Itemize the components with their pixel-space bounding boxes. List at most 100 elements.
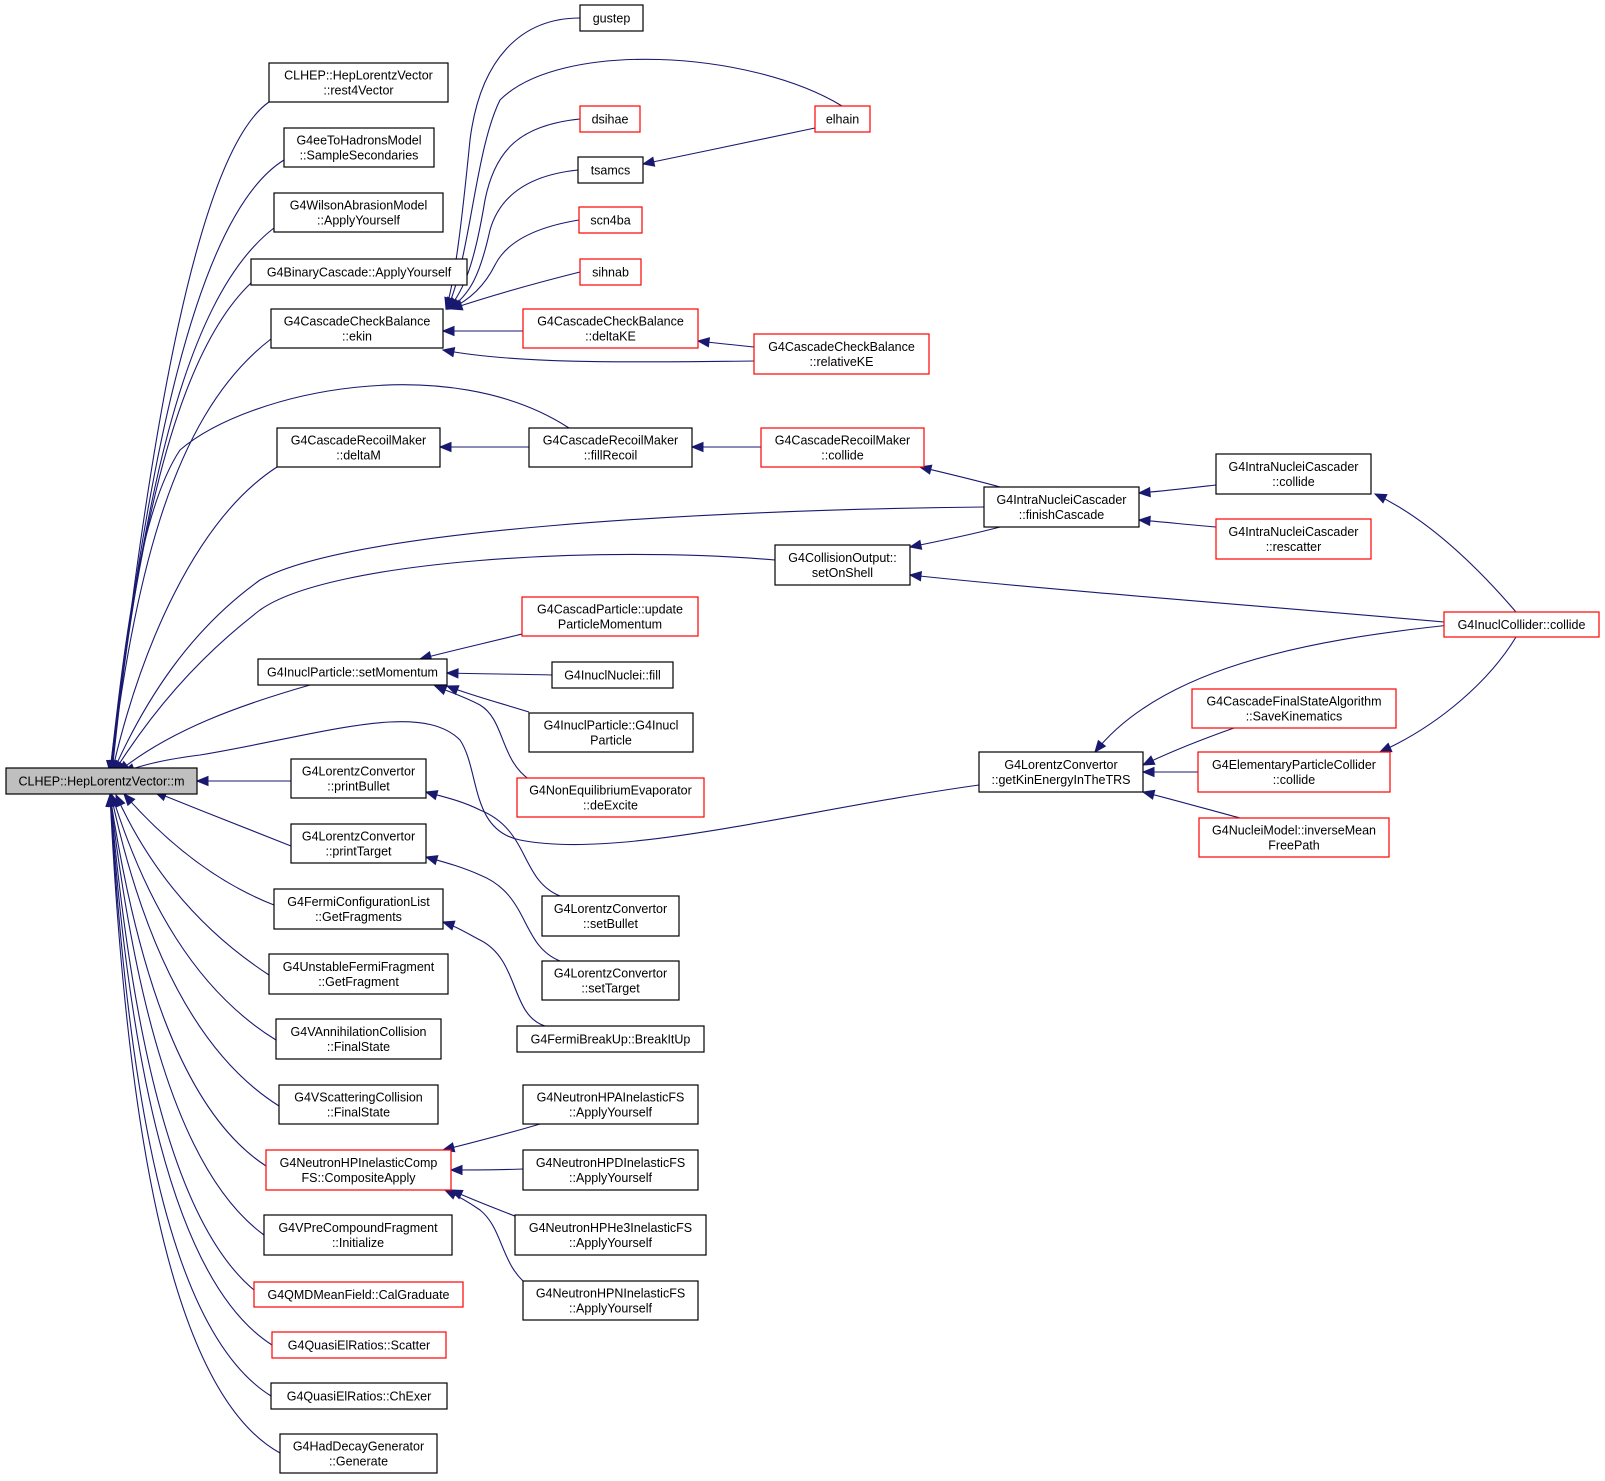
node-nhp_n[interactable]: G4NeutronHPNInelasticFS::ApplyYourself: [522, 1280, 699, 1321]
node-nuclei_fill[interactable]: G4InuclNuclei::fill: [551, 661, 674, 689]
node-box[interactable]: [1443, 611, 1600, 638]
node-elhain[interactable]: elhain: [814, 105, 871, 133]
node-root[interactable]: CLHEP::HepLorentzVector::m: [5, 767, 198, 795]
node-box[interactable]: [814, 105, 871, 133]
node-box[interactable]: [275, 1018, 442, 1060]
node-dsihae[interactable]: dsihae: [579, 105, 641, 133]
node-lc_printBullet[interactable]: G4LorentzConvertor::printBullet: [290, 758, 427, 799]
node-box[interactable]: [250, 258, 468, 286]
node-binary[interactable]: G4BinaryCascade::ApplyYourself: [250, 258, 468, 286]
node-vann[interactable]: G4VAnnihilationCollision::FinalState: [275, 1018, 442, 1060]
node-nonEq[interactable]: G4NonEquilibriumEvaporator::deExcite: [516, 777, 705, 818]
node-box[interactable]: [516, 777, 705, 818]
node-box[interactable]: [528, 712, 694, 753]
node-box[interactable]: [516, 1025, 705, 1053]
node-box[interactable]: [290, 758, 427, 799]
node-crm_deltaM[interactable]: G4CascadeRecoilMaker::deltaM: [276, 427, 441, 468]
node-fermi_conf[interactable]: G4FermiConfigurationList::GetFragments: [273, 888, 444, 930]
node-box[interactable]: [273, 192, 444, 233]
node-inc_finish[interactable]: G4IntraNucleiCascader::finishCascade: [983, 486, 1140, 528]
node-inucl_ctor[interactable]: G4InuclParticle::G4InuclParticle: [528, 712, 694, 753]
node-box[interactable]: [265, 1149, 452, 1191]
node-box[interactable]: [1197, 751, 1391, 793]
node-box[interactable]: [263, 1214, 453, 1256]
node-vscat[interactable]: G4VScatteringCollision::FinalState: [278, 1084, 439, 1125]
node-box[interactable]: [271, 1331, 447, 1359]
node-box[interactable]: [578, 206, 643, 234]
node-nhp_he3[interactable]: G4NeutronHPHe3InelasticFS::ApplyYourself: [514, 1214, 707, 1256]
node-box[interactable]: [268, 62, 449, 103]
node-box[interactable]: [541, 895, 680, 937]
node-inucl_setMom[interactable]: G4InuclParticle::setMomentum: [257, 658, 448, 686]
node-qe_chexer[interactable]: G4QuasiElRatios::ChExer: [270, 1382, 448, 1410]
node-unstable[interactable]: G4UnstableFermiFragment::GetFragment: [268, 953, 449, 995]
node-rest4[interactable]: CLHEP::HepLorentzVector::rest4Vector: [268, 62, 449, 103]
node-box[interactable]: [579, 105, 641, 133]
node-box[interactable]: [760, 427, 925, 468]
node-lc_setTarget[interactable]: G4LorentzConvertor::setTarget: [541, 960, 680, 1001]
node-box[interactable]: [579, 258, 642, 286]
node-box[interactable]: [268, 953, 449, 995]
node-ee[interactable]: G4eeToHadronsModel::SampleSecondaries: [283, 127, 435, 168]
node-box[interactable]: [774, 544, 911, 586]
node-fermi_break[interactable]: G4FermiBreakUp::BreakItUp: [516, 1025, 705, 1053]
node-ccb_deltaKE[interactable]: G4CascadeCheckBalance::deltaKE: [522, 308, 699, 349]
node-lc_setBullet[interactable]: G4LorentzConvertor::setBullet: [541, 895, 680, 937]
node-box[interactable]: [270, 1382, 448, 1410]
node-box[interactable]: [522, 1084, 699, 1125]
node-ccb_relKE[interactable]: G4CascadeCheckBalance::relativeKE: [753, 333, 930, 375]
node-box[interactable]: [983, 486, 1140, 528]
node-ccb_ekin[interactable]: G4CascadeCheckBalance::ekin: [270, 308, 444, 349]
node-hadDecay[interactable]: G4HadDecayGenerator::Generate: [279, 1433, 438, 1474]
node-qmd[interactable]: G4QMDMeanField::CalGraduate: [253, 1281, 464, 1308]
node-box[interactable]: [270, 308, 444, 349]
node-box[interactable]: [278, 1084, 439, 1125]
node-box[interactable]: [1191, 688, 1397, 729]
node-epc[interactable]: G4ElementaryParticleCollider::collide: [1197, 751, 1391, 793]
node-box[interactable]: [257, 658, 448, 686]
node-box[interactable]: [283, 127, 435, 168]
node-box[interactable]: [541, 960, 680, 1001]
node-sihnab[interactable]: sihnab: [579, 258, 642, 286]
node-box[interactable]: [528, 427, 693, 468]
node-nhp_comp[interactable]: G4NeutronHPInelasticCompFS::CompositeApp…: [265, 1149, 452, 1191]
node-lc_printTarget[interactable]: G4LorentzConvertor::printTarget: [290, 823, 427, 864]
node-crm_collide[interactable]: G4CascadeRecoilMaker::collide: [760, 427, 925, 468]
node-gustep[interactable]: gustep: [579, 4, 644, 32]
node-box[interactable]: [579, 4, 644, 32]
node-qe_scatter[interactable]: G4QuasiElRatios::Scatter: [271, 1331, 447, 1359]
node-wilson[interactable]: G4WilsonAbrasionModel::ApplyYourself: [273, 192, 444, 233]
node-inc_collide[interactable]: G4IntraNucleiCascader::collide: [1215, 453, 1372, 495]
node-box[interactable]: [276, 427, 441, 468]
node-box[interactable]: [978, 751, 1144, 793]
node-inucl_collider[interactable]: G4InuclCollider::collide: [1443, 611, 1600, 638]
node-box[interactable]: [1215, 518, 1372, 560]
node-box[interactable]: [753, 333, 930, 375]
node-box[interactable]: [5, 767, 198, 795]
node-box[interactable]: [521, 596, 699, 637]
node-box[interactable]: [273, 888, 444, 930]
node-crm_fill[interactable]: G4CascadeRecoilMaker::fillRecoil: [528, 427, 693, 468]
node-nhp_d[interactable]: G4NeutronHPDInelasticFS::ApplyYourself: [522, 1149, 699, 1191]
node-vpre[interactable]: G4VPreCompoundFragment::Initialize: [263, 1214, 453, 1256]
node-co_setOnShell[interactable]: G4CollisionOutput::setOnShell: [774, 544, 911, 586]
node-box[interactable]: [253, 1281, 464, 1308]
node-box[interactable]: [577, 156, 644, 184]
node-nhp_a[interactable]: G4NeutronHPAInelasticFS::ApplyYourself: [522, 1084, 699, 1125]
node-box[interactable]: [1198, 817, 1390, 858]
node-lc_kin[interactable]: G4LorentzConvertor::getKinEnergyInTheTRS: [978, 751, 1144, 793]
node-box[interactable]: [1215, 453, 1372, 495]
node-box[interactable]: [279, 1433, 438, 1474]
node-box[interactable]: [522, 1280, 699, 1321]
node-box[interactable]: [290, 823, 427, 864]
node-inc_rescatter[interactable]: G4IntraNucleiCascader::rescatter: [1215, 518, 1372, 560]
node-tsamcs[interactable]: tsamcs: [577, 156, 644, 184]
node-cfsa[interactable]: G4CascadeFinalStateAlgorithm::SaveKinema…: [1191, 688, 1397, 729]
node-box[interactable]: [522, 1149, 699, 1191]
node-box[interactable]: [551, 661, 674, 689]
node-box[interactable]: [514, 1214, 707, 1256]
node-scn4ba[interactable]: scn4ba: [578, 206, 643, 234]
node-box[interactable]: [522, 308, 699, 349]
